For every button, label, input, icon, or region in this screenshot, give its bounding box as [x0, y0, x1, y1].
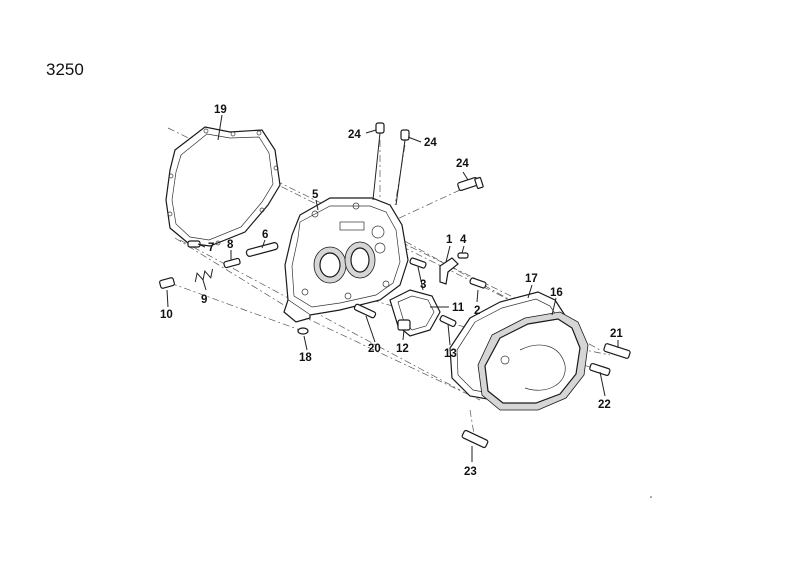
part-pin-6 [245, 242, 279, 257]
callout-23: 23 [464, 466, 477, 478]
callout-24a: 24 [348, 129, 361, 141]
part-pin-8 [223, 257, 241, 269]
part-bolt-3 [409, 257, 427, 269]
callout-24b: 24 [424, 137, 437, 149]
part-lever-1 [439, 257, 459, 285]
callout-4: 4 [460, 234, 467, 246]
part-bolt-24a [372, 122, 385, 201]
part-pin-10 [159, 277, 175, 289]
callout-2: 2 [474, 305, 480, 317]
callout-18: 18 [299, 352, 312, 364]
part-bolt-12 [397, 319, 411, 331]
callout-8: 8 [227, 239, 234, 251]
part-clip-18 [297, 327, 309, 335]
part-bolt-20 [353, 303, 377, 319]
part-bolt-24b [395, 129, 410, 206]
callout-1: 1 [446, 234, 453, 246]
part-cover-16 [477, 311, 589, 411]
callout-24c: 24 [456, 158, 469, 170]
part-housing-5 [283, 197, 409, 323]
part-gasket-19 [165, 126, 281, 247]
callout-17: 17 [525, 273, 538, 285]
part-bolt-22 [589, 362, 611, 376]
callout-6: 6 [262, 229, 268, 241]
callout-22: 22 [598, 399, 611, 411]
callout-9: 9 [201, 294, 207, 306]
leader-lines [166, 114, 619, 462]
part-stud-23 [461, 429, 489, 449]
callout-20: 20 [368, 343, 381, 355]
part-bolt-21 [603, 343, 631, 359]
part-pin-7 [187, 240, 201, 248]
callout-5: 5 [312, 189, 319, 201]
callout-16: 16 [550, 287, 563, 299]
part-bolt-2 [469, 277, 487, 289]
callout-21: 21 [610, 328, 623, 340]
callout-13: 13 [444, 348, 457, 360]
callout-10: 10 [160, 309, 173, 321]
diagram-page-number: 3250 [46, 60, 84, 79]
stray-dot [650, 496, 652, 498]
callout-3: 3 [420, 279, 426, 291]
part-bracket-11 [389, 289, 441, 337]
callout-7: 7 [208, 242, 214, 254]
callout-labels: 19 5 6 8 7 9 10 18 24 24 24 1 4 3 2 11 1… [160, 104, 623, 478]
part-bolt-13 [439, 314, 457, 328]
part-bolt-24c [457, 176, 484, 191]
callout-19: 19 [214, 104, 227, 116]
callout-12: 12 [396, 343, 409, 355]
part-pin-4 [457, 252, 469, 259]
part-spring-9 [194, 268, 214, 283]
callout-11: 11 [452, 302, 465, 314]
